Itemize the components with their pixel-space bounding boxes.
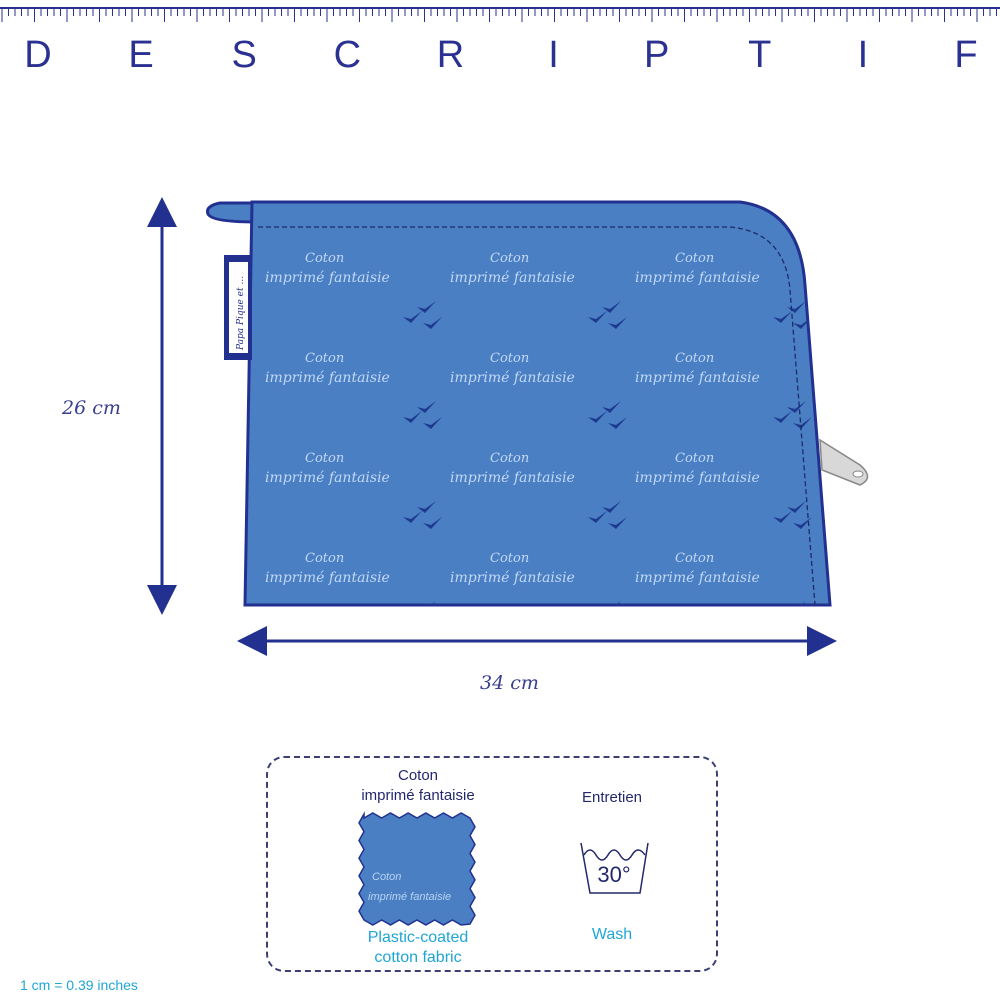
pattern-text: Coton [675,351,714,366]
pattern-text: imprimé fantaisie [265,270,390,286]
fabric-swatch-icon [358,811,476,926]
bird-check-icon [417,501,436,513]
pattern-text: Coton [305,551,344,566]
height-label: 26 cm [62,397,121,419]
title-letter: S [231,34,257,76]
fabric-caption: Plastic-coated cotton fabric [318,928,518,968]
bird-check-icon [773,511,792,523]
title-letter: R [436,34,465,76]
bird-check-icon [602,301,621,313]
pattern-text: Coton [490,251,529,266]
pattern-text: imprimé fantaisie [265,370,390,386]
pattern-text: imprimé fantaisie [450,270,575,286]
title-letter: D [24,34,52,76]
fabric-caption-line1: Plastic-coated [367,929,469,946]
fabric-title-line2: imprimé fantaisie [361,787,475,804]
hanging-loop [206,201,258,224]
pattern-text: imprimé fantaisie [635,370,760,386]
bird-check-icon [417,401,436,413]
title-letter: P [643,34,670,76]
bird-check-icon [588,411,607,423]
bird-check-icon [793,617,812,629]
bird-check-icon [773,611,792,623]
pattern-text: imprimé fantaisie [635,470,760,486]
bird-check-icon [608,317,627,329]
bird-check-icon [608,617,627,629]
title-letter: C [333,34,362,76]
fabric-title: Coton imprimé fantaisie [318,766,518,806]
bird-check-icon [773,411,792,423]
pattern-text: imprimé fantaisie [450,570,575,586]
bird-check-icon [417,301,436,313]
pattern-text: Coton [490,551,529,566]
bird-check-icon [608,517,627,529]
care-title: Entretien [581,789,643,806]
pattern-text: Coton [675,551,714,566]
stitching [258,226,816,606]
bird-check-icon [793,517,812,529]
pouch-body [243,200,832,607]
pattern-text: Coton [675,251,714,266]
pattern-text: Coton [305,451,344,466]
bird-check-icon [793,317,812,329]
ruler-decoration [0,7,1000,22]
bird-check-icon [403,311,422,323]
bird-check-icon [602,501,621,513]
swatch-text-2: imprimé fantaisie [368,891,451,903]
wash-30-icon [580,842,649,894]
bird-check-icon [602,401,621,413]
pattern-text: Coton [305,351,344,366]
bird-check-icon [787,501,806,513]
pattern-text: imprimé fantaisie [265,470,390,486]
fabric-caption-line2: cotton fabric [374,949,462,966]
info-box [266,756,718,972]
swatch-text-1: Coton [372,871,401,883]
wash-temperature: 30° [597,862,630,887]
bird-check-icon [773,311,792,323]
pattern-text: Coton [675,451,714,466]
fabric-title-line1: Coton [397,767,439,784]
bird-check-icon [423,617,442,629]
bird-check-icon [403,611,422,623]
title-letter: F [954,34,978,76]
bird-check-icon [423,317,442,329]
title-letter: I [857,34,869,76]
bird-check-icon [403,511,422,523]
pattern-text: Coton [490,351,529,366]
title-letter: E [128,34,154,76]
zipper-pull-icon [819,438,869,486]
bird-check-icon [588,311,607,323]
title-letter: T [748,34,772,76]
bird-check-icon [588,611,607,623]
width-label: 34 cm [480,672,539,694]
bird-check-icon [608,417,627,429]
pattern-text: Coton [490,451,529,466]
pattern-text: imprimé fantaisie [450,470,575,486]
bird-check-icon [793,417,812,429]
bird-check-icon [588,511,607,523]
care-caption: Wash [591,926,633,943]
title-letter: I [548,34,559,76]
pattern-text: imprimé fantaisie [450,370,575,386]
pattern-text: imprimé fantaisie [265,570,390,586]
pattern-text: Coton [305,251,344,266]
bird-check-icon [787,401,806,413]
pattern-text: imprimé fantaisie [635,570,760,586]
bird-check-icon [423,417,442,429]
bird-check-icon [423,517,442,529]
brand-tag-text: Papa Pique et ... [236,276,246,351]
pattern-text: imprimé fantaisie [635,270,760,286]
unit-conversion-note: 1 cm = 0.39 inches [20,977,138,993]
bird-check-icon [403,411,422,423]
